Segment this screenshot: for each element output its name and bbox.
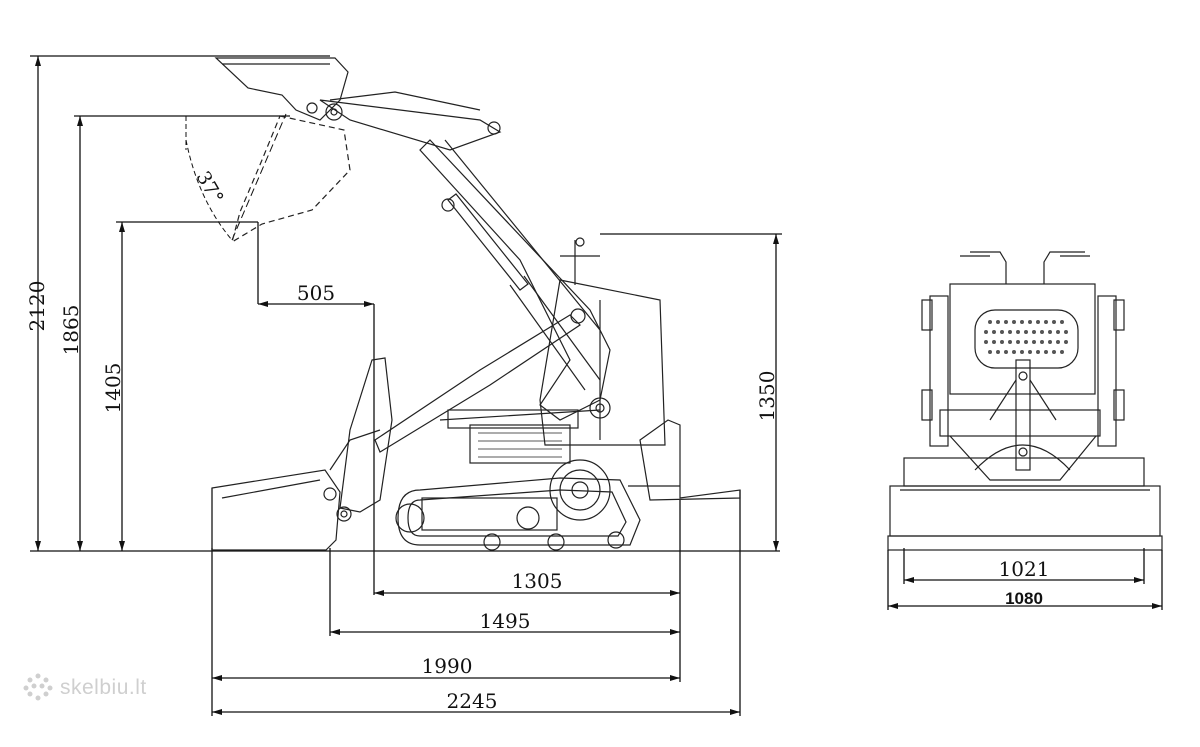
dim-1990-label: 1990: [422, 654, 473, 678]
front-view-dimension-lines: [887, 548, 1163, 610]
dim-1305-label: 1305: [512, 569, 563, 593]
dimension-arrowheads: [35, 56, 779, 715]
dim-1350-label: 1350: [755, 371, 779, 422]
front-grille-pattern: [984, 320, 1068, 354]
snowflake-dots-icon: [23, 673, 53, 701]
dim-1021-label: 1021: [999, 557, 1050, 581]
loader-front-view: [887, 251, 1163, 551]
loader-side-view: [211, 57, 741, 551]
watermark-brand: skelbiu.lt: [60, 676, 147, 699]
watermark: skelbiu.lt: [23, 673, 147, 701]
dim-2120-label: 2120: [25, 281, 49, 332]
dim-1405-label: 1405: [101, 363, 125, 414]
dim-1865-label: 1865: [59, 305, 83, 356]
dim-1080-label: 1080: [1005, 589, 1043, 608]
dim-2245-label: 2245: [447, 689, 498, 713]
dump-angle-label: 37°: [192, 168, 228, 208]
dump-angle-arc: [185, 113, 287, 241]
side-view-dimension-lines: [30, 55, 782, 716]
dim-505-label: 505: [297, 281, 335, 305]
dim-1495-label: 1495: [480, 609, 531, 633]
front-view-arrowheads: [888, 577, 1162, 609]
